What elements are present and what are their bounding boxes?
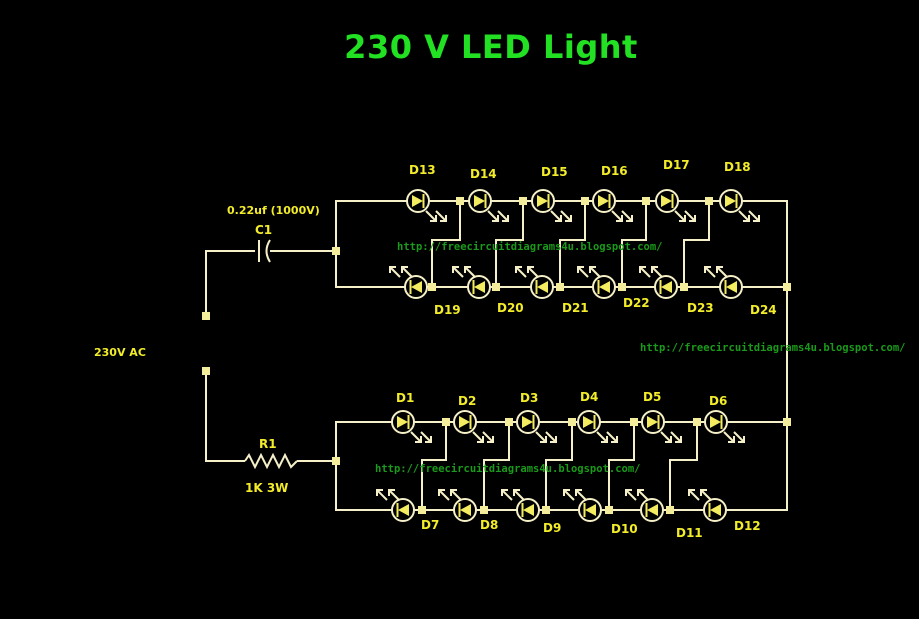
led-d3 [516,410,557,443]
label-d4: D4 [580,390,598,404]
label-d8: D8 [480,518,498,532]
label-d22: D22 [623,296,650,310]
capacitor-ref-label: C1 [255,223,272,237]
led-d11 [625,489,664,522]
led-d16 [592,189,633,222]
led-d13 [406,189,447,222]
led-d10 [563,489,602,522]
led-d7 [376,489,415,522]
label-d1: D1 [396,391,414,405]
label-d14: D14 [470,167,497,181]
led-d5 [641,410,682,443]
capacitor-value-label: 0.22uf (1000V) [227,204,320,217]
led-d20 [452,266,491,299]
source-label: 230V AC [94,346,146,359]
label-d2: D2 [458,394,476,408]
led-d2 [453,410,494,443]
led-d4 [577,410,618,443]
watermark-url-lower: http://freecircuitdiagrams4u.blogspot.co… [375,463,641,475]
label-d16: D16 [601,164,628,178]
led-d9 [501,489,540,522]
label-d23: D23 [687,301,714,315]
label-d12: D12 [734,519,761,533]
label-d11: D11 [676,526,703,540]
led-d18 [719,189,760,222]
label-d7: D7 [421,518,439,532]
capacitor-c1 [258,239,271,263]
led-d12 [688,489,727,522]
led-d1 [391,410,432,443]
led-d14 [468,189,509,222]
led-d22 [577,266,616,299]
label-d20: D20 [497,301,524,315]
label-d3: D3 [520,391,538,405]
label-d17: D17 [663,158,690,172]
watermark-url-upper: http://freecircuitdiagrams4u.blogspot.co… [397,241,663,253]
led-d15 [531,189,572,222]
label-d24: D24 [750,303,777,317]
led-d24 [704,266,743,299]
resistor-r1 [244,452,298,470]
led-d6 [704,410,745,443]
led-d17 [655,189,696,222]
label-d6: D6 [709,394,727,408]
label-d5: D5 [643,390,661,404]
label-d19: D19 [434,303,461,317]
led-d23 [639,266,678,299]
led-d8 [438,489,477,522]
label-d15: D15 [541,165,568,179]
resistor-ref-label: R1 [259,437,277,451]
label-d13: D13 [409,163,436,177]
watermark-url-right: http://freecircuitdiagrams4u.blogspot.co… [640,342,906,354]
led-d19 [389,266,428,299]
diagram-title: 230 V LED Light [344,28,638,66]
label-d21: D21 [562,301,589,315]
label-d9: D9 [543,521,561,535]
led-d21 [515,266,554,299]
resistor-value-label: 1K 3W [245,481,288,495]
label-d10: D10 [611,522,638,536]
label-d18: D18 [724,160,751,174]
